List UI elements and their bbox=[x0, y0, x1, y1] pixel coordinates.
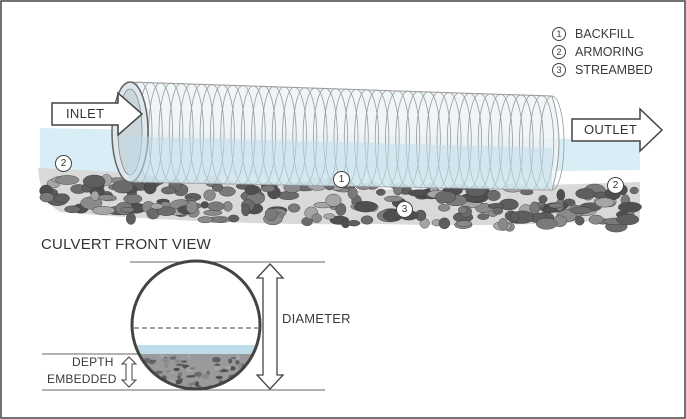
legend-number: 2 bbox=[552, 45, 566, 59]
marker-armoring-left: 2 bbox=[55, 155, 72, 172]
legend-number: 3 bbox=[552, 63, 566, 77]
legend-item-streambed: 3 STREAMBED bbox=[552, 63, 653, 77]
outlet-label: OUTLET bbox=[584, 122, 638, 137]
legend-item-armoring: 2 ARMORING bbox=[552, 45, 644, 59]
inlet-label: INLET bbox=[66, 106, 105, 121]
embedded-label: EMBEDDED bbox=[47, 372, 117, 386]
legend-number: 1 bbox=[552, 27, 566, 41]
depth-embedded-arrow bbox=[120, 356, 138, 388]
depth-label: DEPTH bbox=[72, 355, 114, 369]
water-in-pipe bbox=[122, 136, 552, 190]
front-view-title: CULVERT FRONT VIEW bbox=[41, 236, 212, 253]
outlet-arrow bbox=[571, 107, 664, 153]
marker-backfill: 1 bbox=[333, 171, 350, 188]
streambed-rocks bbox=[39, 174, 642, 233]
marker-armoring-right: 2 bbox=[607, 177, 624, 194]
legend-label: ARMORING bbox=[575, 45, 644, 59]
legend-label: BACKFILL bbox=[575, 27, 635, 41]
legend-item-backfill: 1 BACKFILL bbox=[552, 27, 634, 41]
inlet-arrow bbox=[51, 91, 144, 137]
diameter-arrow bbox=[255, 263, 285, 390]
marker-streambed: 3 bbox=[396, 201, 413, 218]
diameter-label: DIAMETER bbox=[282, 311, 351, 326]
legend-label: STREAMBED bbox=[575, 63, 653, 77]
front-view-culvert-wall bbox=[130, 259, 262, 391]
